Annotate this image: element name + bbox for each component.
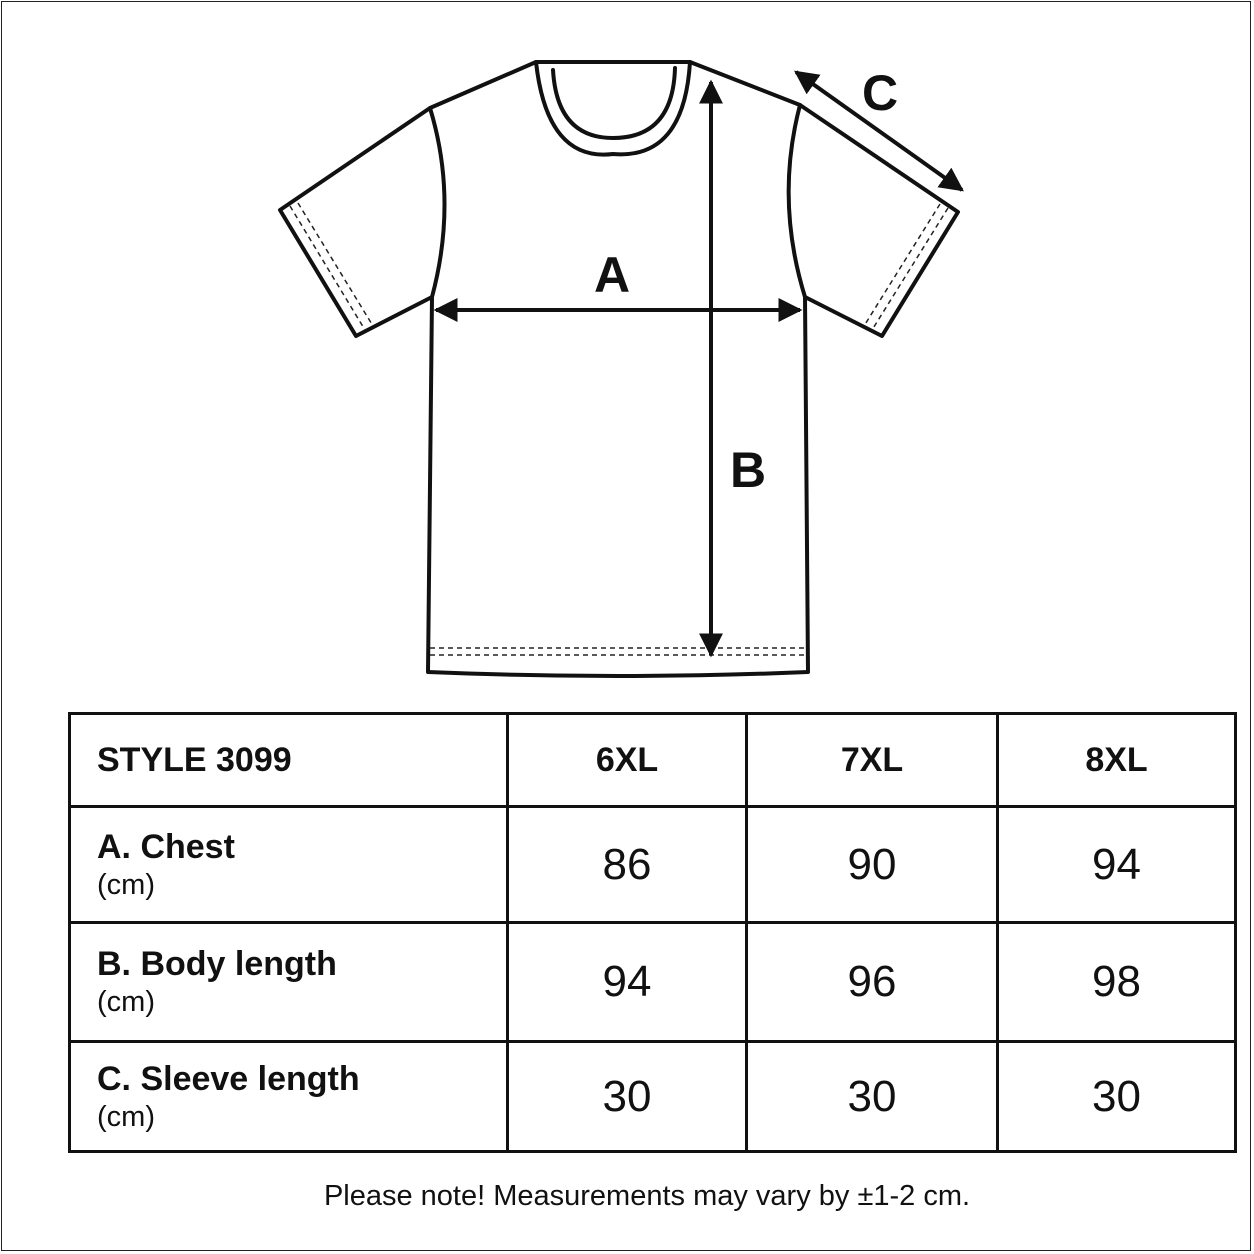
row-name: C. Sleeve length — [97, 1059, 360, 1098]
table-cell: 30 — [506, 1040, 748, 1153]
tshirt-diagram: A B C — [278, 60, 964, 678]
table-row: B. Body length (cm) 94 96 98 — [68, 921, 1237, 1043]
table-cell: 90 — [745, 805, 999, 924]
measurement-note: Please note! Measurements may vary by ±1… — [323, 1180, 971, 1212]
row-label: C. Sleeve length (cm) — [68, 1040, 509, 1153]
label-b: B — [730, 442, 766, 498]
size-header: 8XL — [996, 712, 1237, 808]
table-row: C. Sleeve length (cm) 30 30 30 — [68, 1040, 1237, 1153]
table-header-row: STYLE 3099 6XL 7XL 8XL — [68, 712, 1237, 808]
table-cell: 30 — [745, 1040, 999, 1153]
table-cell: 94 — [996, 805, 1237, 924]
row-name: A. Chest — [97, 827, 235, 866]
row-unit: (cm) — [97, 868, 155, 901]
row-unit: (cm) — [97, 1100, 155, 1133]
stitch-lines — [289, 202, 949, 656]
table-cell: 98 — [996, 921, 1237, 1043]
style-label: STYLE 3099 — [68, 712, 509, 808]
size-header: 6XL — [506, 712, 748, 808]
row-unit: (cm) — [97, 986, 155, 1018]
tshirt-outline — [278, 60, 960, 678]
table-cell: 94 — [506, 921, 748, 1043]
size-header: 7XL — [745, 712, 999, 808]
row-label: A. Chest (cm) — [68, 805, 509, 924]
label-a: A — [594, 247, 630, 303]
row-label: B. Body length (cm) — [68, 921, 509, 1043]
label-c: C — [862, 65, 898, 121]
table-cell: 86 — [506, 805, 748, 924]
row-name: B. Body length — [97, 945, 337, 983]
sleeve-length-arrow — [794, 70, 964, 192]
table-cell: 30 — [996, 1040, 1237, 1153]
table-row: A. Chest (cm) 86 90 94 — [68, 805, 1237, 924]
size-table: STYLE 3099 6XL 7XL 8XL A. Chest (cm) 86 … — [68, 712, 1237, 1153]
table-cell: 96 — [745, 921, 999, 1043]
